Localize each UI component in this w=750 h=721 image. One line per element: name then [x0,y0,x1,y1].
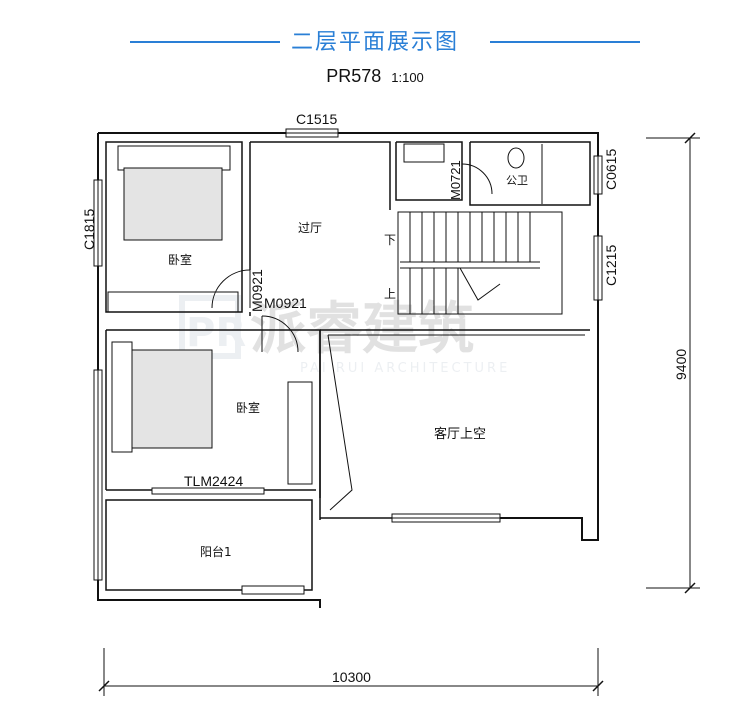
dim-width-arrow-left [98,680,110,692]
room-balcony: 阳台1 [200,544,232,559]
void-outline-left [327,334,353,511]
doors [211,163,493,353]
furniture [107,143,543,485]
label-m0721: M0721 [448,160,463,200]
stair-treads [409,212,531,314]
door-m0921-top-swing [211,269,251,309]
plan-subtitle: PR578 1:100 [0,66,750,87]
watermark: PR 派睿建筑 PAI RUI ARCHITECTURE [179,295,510,376]
washbasin [403,143,445,163]
balcony-walls [105,499,313,591]
bed-top-headboard [117,145,231,171]
hall-wall-top [250,141,391,210]
window-balcony [241,585,305,595]
title-rule-left [130,41,280,43]
watermark-logo: PR [186,310,246,356]
bed-main [131,349,213,449]
label-m0921-b: M0921 [264,295,307,311]
label-m0921-a: M0921 [249,269,265,312]
bed-top [123,167,223,241]
room-labels: 卧室 过厅 卧室 客厅上空 阳台1 公卫 [168,174,528,559]
dim-width-label: 10300 [332,669,371,685]
label-c1815: C1815 [81,209,97,250]
door-sliding-tlm2424 [151,487,265,495]
room-hall: 过厅 [298,221,322,235]
code-labels: C1515 C1815 C0615 C1215 M0921 M0921 M072… [81,111,619,489]
stairs [397,211,563,315]
dimension-vertical [646,132,700,594]
toilet-fixture [507,147,525,169]
stair-well [397,211,563,315]
wardrobe-main [287,381,313,485]
bathroom-walls [395,141,463,201]
plan-scale: 1:100 [391,70,424,85]
room-toilet: 公卫 [506,174,528,187]
dim-width-arrow-right [592,680,604,692]
label-c1515: C1515 [296,111,337,127]
toilet-walls [469,141,591,206]
label-tlm2424: TLM2424 [184,473,243,489]
dim-height-arrow-bottom [684,582,696,594]
label-stair-down: 下 [384,233,396,247]
door-m0721-swing [461,163,493,195]
dim-height-label: 9400 [673,349,689,380]
title-rule-right [490,41,640,43]
label-c1215: C1215 [603,245,619,286]
stair-break-line [459,267,501,301]
bed-main-headboard [111,341,133,453]
dim-height-arrow-top [684,132,696,144]
room-living-void: 客厅上空 [434,426,486,442]
plan-code: PR578 [326,66,382,86]
title-row: 二层平面展示图 [0,24,750,58]
walls [97,132,599,608]
outer-wall-left-bottom [97,133,321,608]
watermark-en: PAI RUI ARCHITECTURE [300,361,510,376]
wardrobe-top [107,291,239,313]
outer-wall-living [392,330,599,541]
room-bedroom-main: 卧室 [236,400,260,415]
dimension-horizontal [98,648,604,696]
room-bedroom-top: 卧室 [168,252,192,267]
label-c0615: C0615 [603,149,619,190]
label-stair-up: 上 [384,287,396,301]
door-m0921-main-swing [261,315,299,353]
windows [93,128,603,595]
page-title: 二层平面展示图 [290,30,459,55]
